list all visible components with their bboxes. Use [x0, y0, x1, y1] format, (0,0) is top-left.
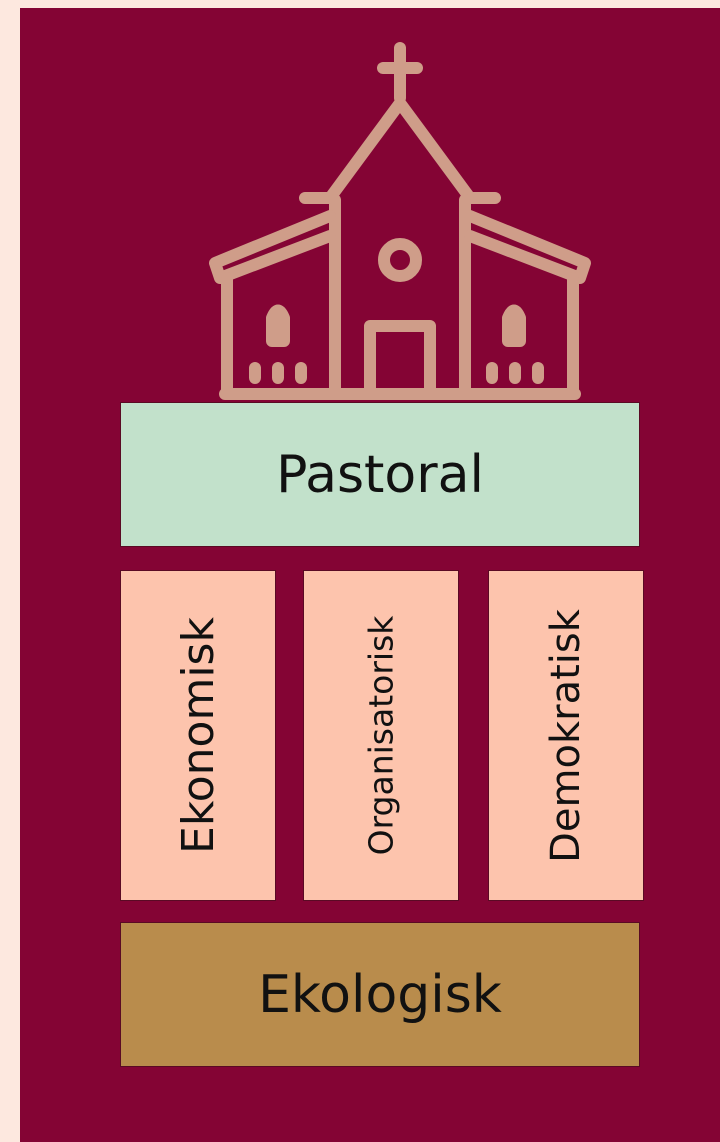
- ekologisk-label: Ekologisk: [258, 964, 502, 1025]
- pillar-ekonomisk: Ekonomisk: [120, 570, 276, 901]
- pillar-demokratisk: Demokratisk: [488, 570, 644, 901]
- church-icon: [209, 42, 591, 400]
- pastoral-box: Pastoral: [120, 402, 640, 547]
- ekologisk-box: Ekologisk: [120, 922, 640, 1067]
- pastoral-label: Pastoral: [276, 444, 484, 505]
- pillar-organisatorisk: Organisatorisk: [303, 570, 459, 901]
- pillar-label: Ekonomisk: [172, 617, 224, 854]
- pillar-label: Demokratisk: [543, 608, 589, 863]
- pillar-label: Organisatorisk: [361, 615, 401, 856]
- diagram-panel: Pastoral Ekonomisk Organisatorisk Demokr…: [20, 8, 720, 1142]
